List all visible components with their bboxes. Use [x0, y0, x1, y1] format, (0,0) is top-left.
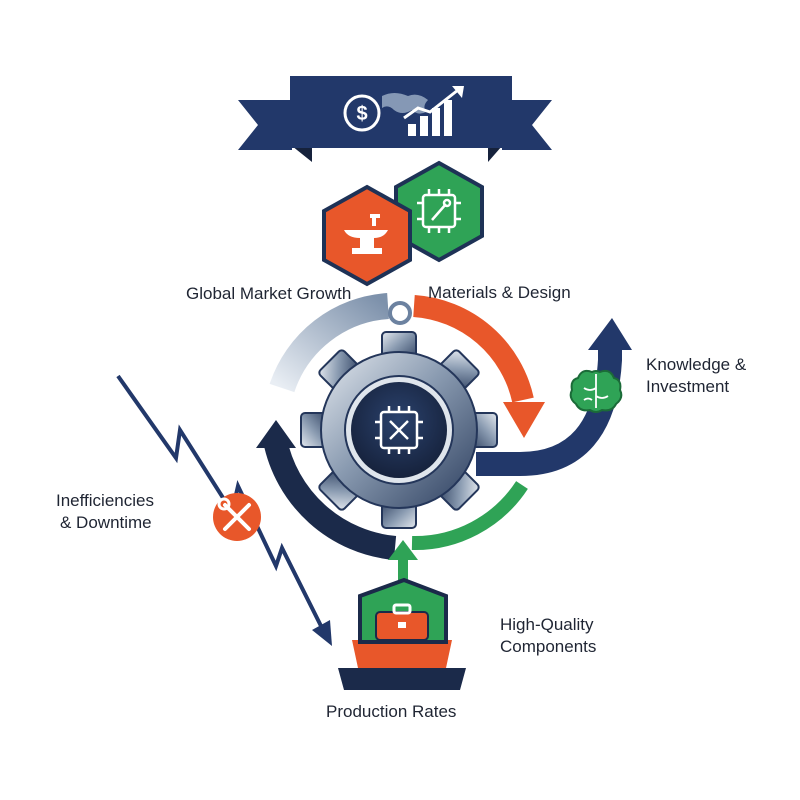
production-pedestal: [338, 540, 466, 690]
svg-text:$: $: [356, 103, 367, 125]
chip-wrench-icon: [417, 189, 461, 233]
cycle-arc-navy: [256, 420, 397, 560]
cycle-arc-green: [411, 481, 528, 551]
cycle-arc-steel: [269, 293, 390, 393]
label-high-quality-line1: High-Quality: [500, 615, 594, 634]
anvil-icon: [344, 214, 388, 254]
label-inefficiencies-line2: & Downtime: [60, 513, 152, 532]
label-inefficiencies-line1: Inefficiencies: [56, 491, 154, 510]
hexagon-green: [394, 160, 484, 263]
cycle-arc-orange: [412, 295, 545, 438]
toolbox-icon: [375, 603, 429, 641]
brain-icon: [569, 369, 623, 413]
top-banner: $: [238, 76, 552, 162]
cycle-node-top: [388, 301, 412, 325]
label-production-rates: Production Rates: [326, 702, 457, 721]
hexagon-orange: [322, 184, 412, 287]
wrench-screwdriver-icon: [213, 493, 261, 541]
label-materials-design: Materials & Design: [428, 283, 571, 302]
label-high-quality-line2: Components: [500, 637, 597, 656]
label-global-market-growth: Global Market Growth: [186, 284, 352, 303]
chip-tools-icon: [375, 406, 423, 454]
label-knowledge-investment-line1: Knowledge &: [646, 355, 747, 374]
central-gear: [300, 331, 498, 529]
label-knowledge-investment-line2: Investment: [646, 377, 730, 396]
bar-chart-up-icon: [403, 86, 464, 136]
